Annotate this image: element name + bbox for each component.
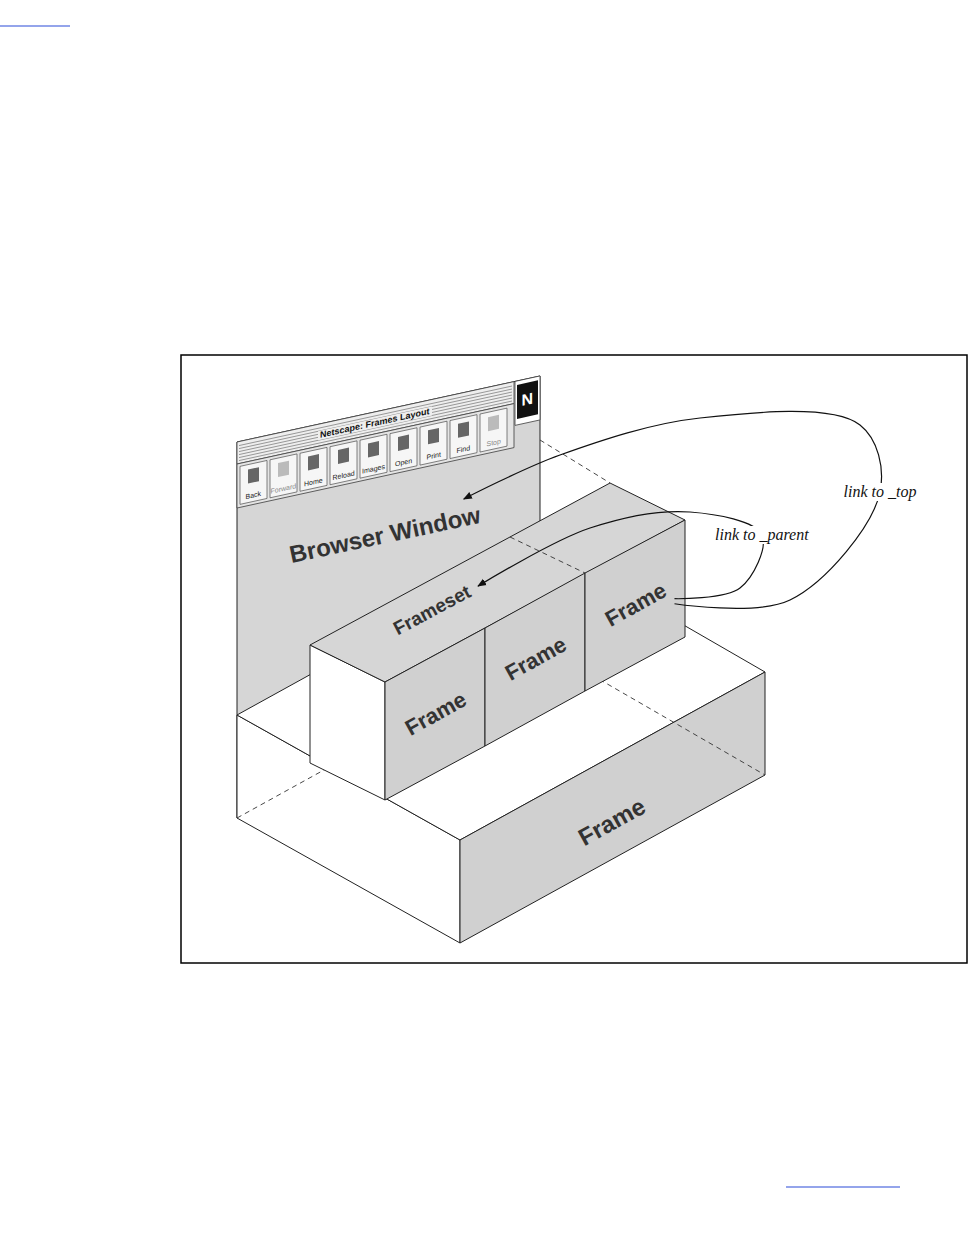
link-underline (0, 25, 70, 26)
toolbar-button-label: Reload (331, 468, 357, 481)
link-label: link to _parent (712, 526, 812, 544)
hidden-edges (510, 537, 585, 573)
hidden-edges (237, 440, 765, 818)
frame-face (485, 573, 585, 746)
node-text-wrap: Frame (602, 579, 670, 630)
link-underline (786, 1186, 900, 1187)
toolbar-button-label: Home (302, 475, 325, 487)
node-text-wrap: Frame (402, 688, 470, 739)
node-text-wrap: Frame (575, 794, 650, 850)
node-text-wrap: Browser Window (287, 503, 482, 567)
logo-letter: N (520, 390, 536, 409)
frameset-label: FramesetFrameFrameFrame (386, 578, 478, 643)
frame-label: Frame (571, 790, 654, 854)
frame-face (385, 628, 485, 800)
node-text-wrap: Frameset (390, 582, 474, 638)
node-text: Frameset (390, 582, 474, 638)
node-text: Frame (575, 794, 650, 850)
link-arrow (464, 411, 882, 608)
frame-label: Frame (498, 629, 575, 689)
toolbar-button-label: Find (455, 443, 473, 454)
node-text: Browser Window (287, 503, 482, 567)
link-arrow (478, 512, 763, 599)
toolbar-button-label: Stop (485, 437, 503, 448)
frame-face (585, 520, 685, 691)
toolbar-button-label: Forward (269, 481, 299, 494)
frame-label: Frame (598, 575, 675, 635)
toolbar-button-label: Open (393, 456, 414, 468)
frame-label: Frame (398, 684, 475, 744)
toolbar-button-label: Print (425, 450, 443, 461)
node-text: Frame (602, 579, 670, 630)
link-label: link to _top (841, 483, 920, 501)
browser-chrome (237, 376, 540, 508)
node-text: Frame (502, 633, 570, 684)
toolbar-button-label: Images (360, 462, 387, 475)
node-text: Frame (402, 688, 470, 739)
node-text-wrap: Frame (502, 633, 570, 684)
browser-window-label: Browser WindowFramesetFrameFrameFrameFra… (283, 499, 487, 571)
figure-border (181, 355, 967, 963)
toolbar-button-label: Back (244, 489, 264, 500)
